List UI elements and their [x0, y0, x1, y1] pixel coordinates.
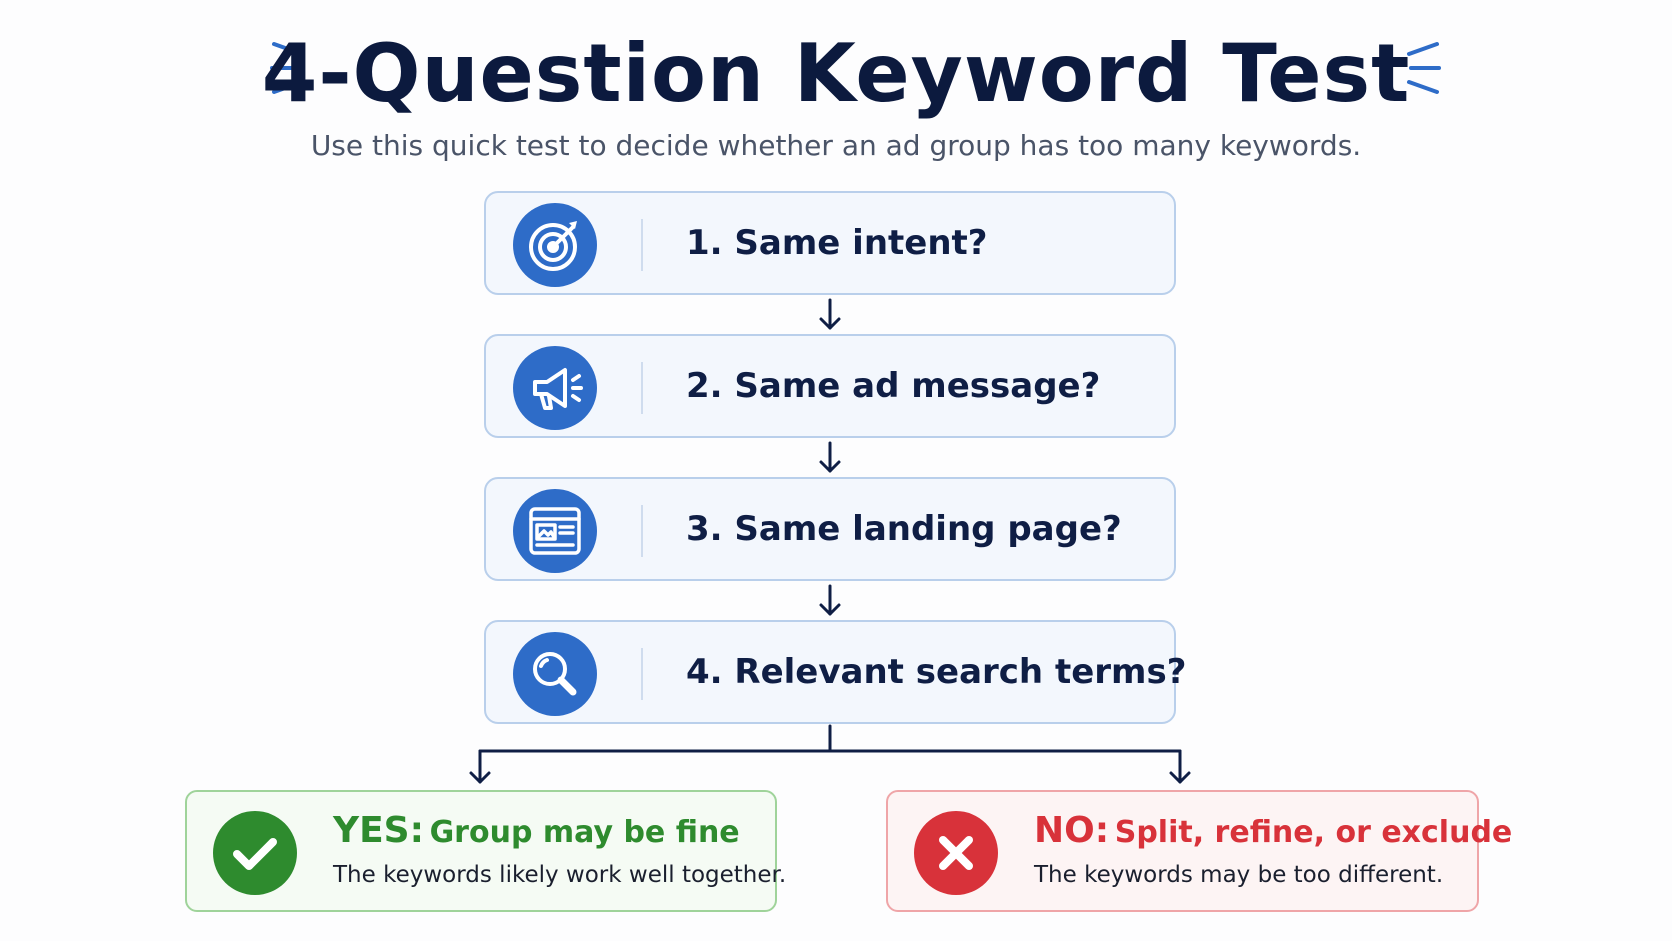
flow-arrow	[819, 441, 841, 473]
step-same-ad-message: 2. Same ad message?	[484, 334, 1176, 438]
outcome-no-key: NO:	[1034, 810, 1110, 851]
right-sparkle-icon	[1407, 42, 1441, 94]
outcome-yes-title: Group may be fine	[429, 815, 740, 850]
cross-icon	[914, 811, 998, 895]
branch-connector	[469, 724, 1191, 784]
search-icon	[513, 632, 597, 716]
step-label: 3. Same landing page?	[686, 509, 1122, 549]
step-divider	[641, 505, 643, 557]
page-subtitle: Use this quick test to decide whether an…	[310, 129, 1362, 162]
step-relevant-search-terms: 4. Relevant search terms?	[484, 620, 1186, 724]
step-label: 4. Relevant search terms?	[686, 652, 1187, 692]
flow-arrow	[819, 584, 841, 616]
step-divider	[641, 648, 643, 700]
outcome-no-card: NO: Split, refine, or exclude The keywor…	[886, 790, 1512, 912]
checkmark-icon	[213, 811, 297, 895]
step-label: 2. Same ad message?	[686, 366, 1101, 406]
megaphone-icon	[513, 346, 597, 430]
outcome-yes-card: YES: Group may be fine The keywords like…	[185, 790, 786, 912]
outcome-yes-heading: YES: Group may be fine	[333, 810, 740, 851]
outcome-no-description: The keywords may be too different.	[1034, 862, 1444, 888]
outcome-yes-key: YES:	[333, 810, 424, 851]
flow-arrow	[819, 298, 841, 330]
outcome-yes-description: The keywords likely work well together.	[333, 862, 787, 888]
step-same-landing-page: 3. Same landing page?	[484, 477, 1176, 581]
outcome-no-title: Split, refine, or exclude	[1114, 815, 1513, 850]
left-sparkle-icon	[270, 42, 304, 94]
landing-page-icon	[513, 489, 597, 573]
step-divider	[641, 362, 643, 414]
step-divider	[641, 219, 643, 271]
page-title: 4-Question Keyword Test	[261, 27, 1411, 120]
step-same-intent: 1. Same intent?	[484, 191, 1176, 295]
outcome-no-heading: NO: Split, refine, or exclude	[1034, 810, 1512, 851]
step-label: 1. Same intent?	[686, 223, 988, 263]
target-icon	[513, 203, 597, 287]
